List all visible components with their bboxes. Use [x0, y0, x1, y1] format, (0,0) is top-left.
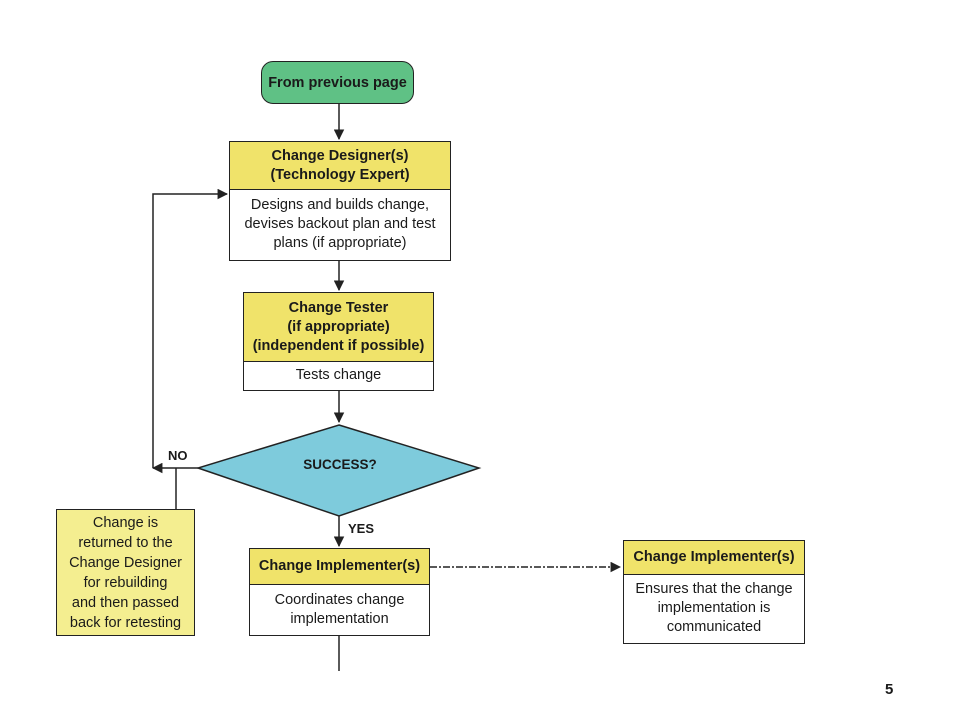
designer-box: Change Designer(s) (Technology Expert) D…	[229, 141, 451, 261]
tester-description: Tests change	[295, 367, 382, 383]
implementer-comm-description: Ensures that the change implementation i…	[635, 581, 793, 635]
implementer-comm-title: Change Implementer(s)	[624, 541, 804, 575]
start-label: From previous page	[268, 74, 407, 91]
arrow-loop-to-designer	[152, 188, 229, 468]
returned-note: Change is returned to the Change Designe…	[56, 509, 195, 636]
implementer-comm-box: Change Implementer(s) Ensures that the c…	[623, 540, 805, 644]
tester-title: Change Tester (if appropriate) (independ…	[244, 293, 433, 362]
decision-label: SUCCESS?	[303, 457, 377, 472]
implementer-title: Change Implementer(s)	[250, 549, 429, 585]
designer-description: Designs and builds change, devises backo…	[244, 197, 436, 251]
start-terminal: From previous page	[261, 61, 414, 104]
no-label: NO	[168, 448, 188, 463]
tester-box: Change Tester (if appropriate) (independ…	[243, 292, 434, 391]
implementer-description: Coordinates change implementation	[274, 591, 405, 627]
implementer-box: Change Implementer(s) Coordinates change…	[249, 548, 430, 636]
page-number: 5	[885, 681, 894, 698]
designer-title: Change Designer(s) (Technology Expert)	[230, 142, 450, 190]
yes-label: YES	[348, 521, 375, 536]
